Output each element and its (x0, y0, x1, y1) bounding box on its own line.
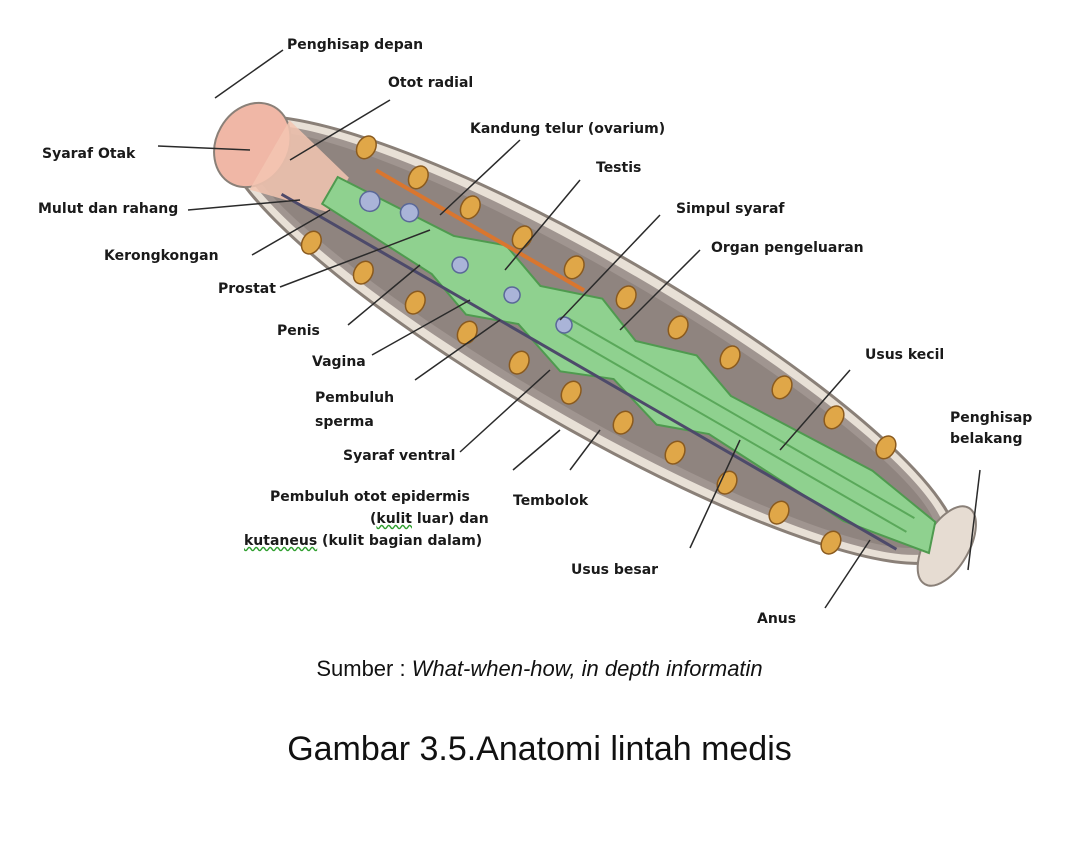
label-pembuluh-sperma: Pembuluh sperma (315, 390, 395, 430)
label-anus: Anus (757, 611, 797, 627)
label-usus-besar: Usus besar (571, 562, 659, 578)
label-organ-pengeluaran: Organ pengeluaran (711, 240, 864, 256)
label-prostat: Prostat (218, 281, 276, 297)
leech-anatomy-figure: Penghisap depan Otot radial Kandung telu… (38, 37, 1033, 627)
label-testis: Testis (596, 160, 642, 176)
label-syaraf-ventral: Syaraf ventral (343, 448, 456, 464)
label-kerongkongan: Kerongkongan (104, 248, 219, 264)
source-citation: Sumber : What-when-how, in depth informa… (316, 656, 763, 681)
label-usus-kecil: Usus kecil (865, 347, 945, 363)
label-penghisap-depan: Penghisap depan (287, 37, 424, 53)
label-kandung-telur: Kandung telur (ovarium) (470, 121, 666, 137)
label-penis: Penis (277, 323, 320, 339)
label-pembuluh-otot-line1: Pembuluh otot epidermis (270, 489, 470, 505)
label-syaraf-otak: Syaraf Otak (42, 146, 136, 162)
label-otot-radial: Otot radial (388, 75, 474, 91)
label-pembuluh-otot-line3: kutaneus (kulit bagian dalam) (244, 533, 483, 549)
label-pembuluh-otot-line2: (kulit luar) dan (370, 511, 489, 527)
label-mulut-rahang: Mulut dan rahang (38, 201, 179, 217)
label-penghisap-belakang: Penghisap belakang (950, 410, 1033, 447)
label-simpul-syaraf: Simpul syaraf (676, 201, 785, 217)
label-tembolok: Tembolok (513, 493, 589, 509)
leech-illustration (157, 49, 981, 609)
source-title: What-when-how, in depth informatin (411, 656, 763, 681)
figure-caption: Gambar 3.5.Anatomi lintah medis (287, 730, 792, 768)
label-vagina: Vagina (312, 354, 366, 370)
